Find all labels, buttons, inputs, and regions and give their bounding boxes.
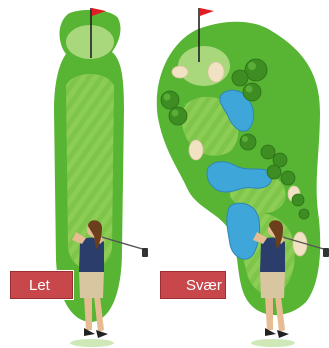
difficulty-label-easy: Let [9,270,74,300]
hard-hole [157,8,320,315]
easy-hole-green [66,25,114,59]
sand-bunker-3 [189,140,203,160]
water-hazard-lower [227,203,260,259]
sand-bunker-1 [172,66,188,78]
difficulty-label-hard: Svær [159,270,227,300]
sand-bunker-2 [208,62,224,82]
